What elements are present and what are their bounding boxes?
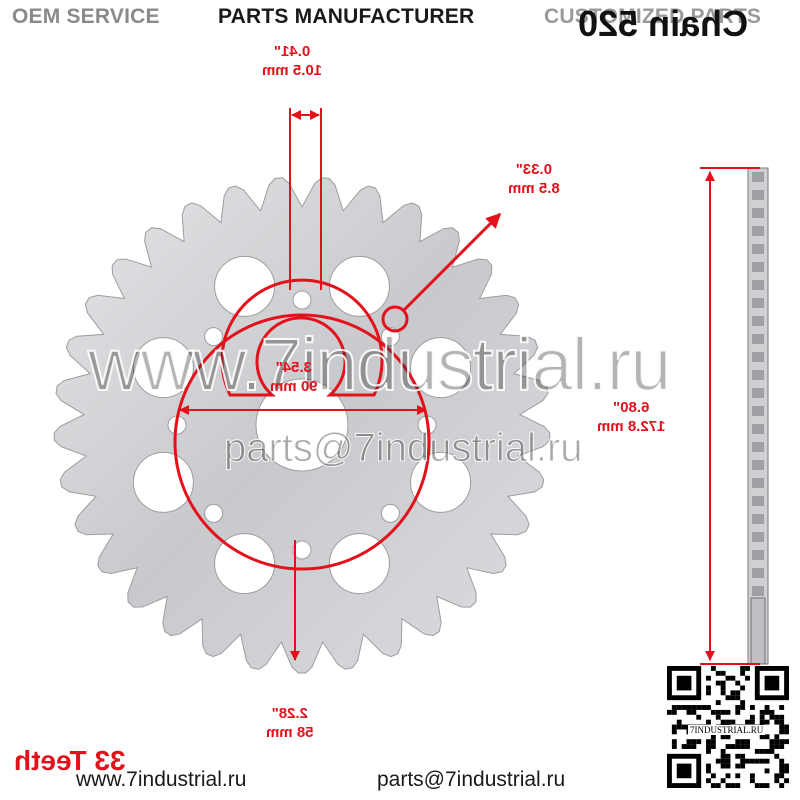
side-tooth — [752, 424, 764, 434]
side-tooth — [752, 334, 764, 344]
side-tooth — [752, 586, 764, 596]
lightening-hole — [328, 255, 390, 317]
side-tooth — [752, 280, 764, 290]
hole-marker-circle — [381, 305, 409, 333]
hole-mm: 8.5 mm — [508, 180, 560, 197]
side-tooth — [752, 550, 764, 560]
side-tooth — [752, 244, 764, 254]
bolt-circle-inch: 2.28" — [271, 705, 308, 722]
watermark-email: parts@7industrial.ru — [224, 426, 584, 471]
tooth-width-label: 0.41" 10.5 mm — [262, 42, 322, 80]
outer-diameter-label: 6.80" 172.8 mm — [597, 398, 665, 436]
center-bore-inch: 3.54" — [275, 359, 312, 376]
side-tooth — [752, 370, 764, 380]
footer-email-link[interactable]: parts@7industrial.ru — [377, 768, 566, 791]
side-tooth — [752, 388, 764, 398]
side-tooth — [752, 532, 764, 542]
side-tooth — [752, 190, 764, 200]
side-tooth — [752, 460, 764, 470]
hole-leader-line — [402, 212, 502, 312]
side-tooth — [752, 226, 764, 236]
sprocket-side-view — [747, 167, 769, 665]
tooth-width-inch: 0.41" — [273, 43, 311, 60]
dimension-annotations — [173, 108, 760, 665]
bolt-circle-label: 2.28" 58 mm — [266, 704, 314, 742]
center-bore-circle — [173, 313, 431, 571]
header-bar: OEM SERVICE PARTS MANUFACTURER CUSTOMIZE… — [12, 5, 792, 31]
center-bore-label: 3.54" 90 mm — [270, 358, 318, 396]
center-bore-mm: 90 mm — [270, 378, 318, 395]
lightening-hole — [410, 337, 472, 399]
oem-service-label: OEM SERVICE — [12, 5, 160, 28]
side-tooth — [752, 442, 764, 452]
qr-label: 7INDUSTRIAL.RU — [688, 725, 766, 735]
side-tooth — [752, 352, 764, 362]
lightening-hole — [132, 451, 194, 513]
side-tooth — [752, 568, 764, 578]
outer-diameter-inch: 6.80" — [613, 399, 650, 416]
side-tooth — [752, 514, 764, 524]
side-tooth — [752, 298, 764, 308]
customized-parts-label: CUSTOMIZED PARTS — [544, 5, 762, 28]
side-tooth — [752, 172, 764, 182]
lightening-hole — [132, 337, 194, 399]
side-tooth — [752, 316, 764, 326]
bolt-circle-mm: 58 mm — [266, 724, 314, 741]
side-tooth — [752, 478, 764, 488]
bolt-hole — [204, 327, 224, 347]
watermark-site: www.7industrial.ru — [87, 322, 672, 407]
side-tooth — [752, 262, 764, 272]
lightening-hole — [328, 533, 390, 595]
lightening-hole — [214, 255, 276, 317]
lightening-hole — [214, 533, 276, 595]
footer-site-link[interactable]: www.7industrial.ru — [76, 768, 247, 791]
inner-bore-arc — [220, 278, 384, 397]
parts-manufacturer-label: PARTS MANUFACTURER — [218, 5, 475, 28]
side-tooth — [752, 496, 764, 506]
sprocket-body — [53, 177, 551, 674]
sprocket-holes — [132, 255, 472, 595]
side-tooth — [752, 208, 764, 218]
bolt-hole — [292, 540, 312, 560]
outer-diameter-mm: 172.8 mm — [597, 418, 666, 435]
hole-label: 0.33" 8.5 mm — [508, 160, 560, 198]
bolt-hole — [380, 503, 400, 523]
side-tooth — [752, 406, 764, 416]
hole-inch: 0.33" — [515, 161, 553, 178]
bolt-hole — [204, 503, 224, 523]
tooth-width-mm: 10.5 mm — [262, 62, 323, 79]
bolt-hole — [292, 290, 312, 310]
